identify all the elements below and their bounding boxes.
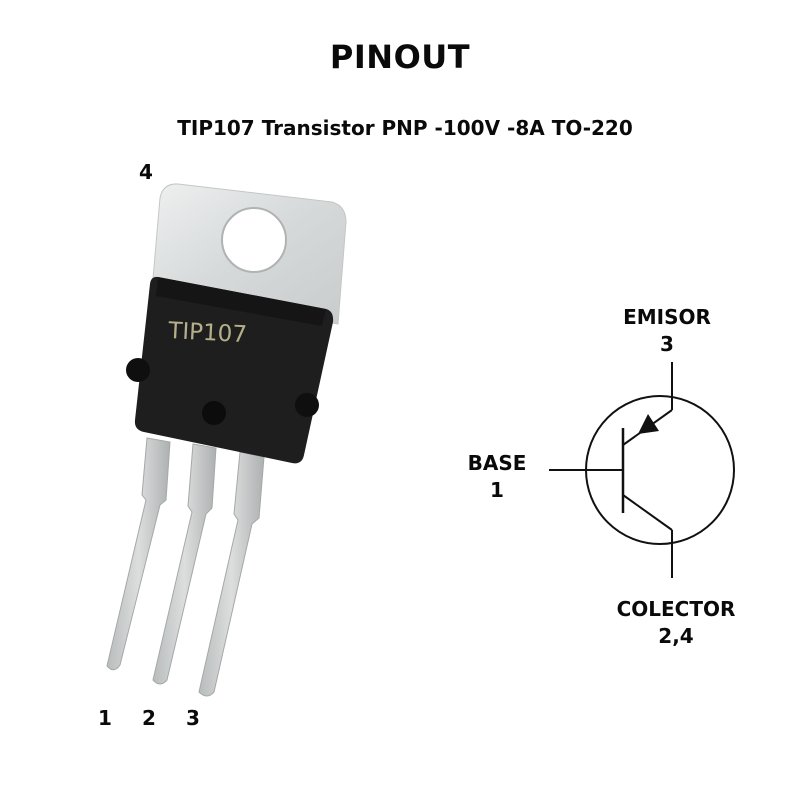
body-dimple	[202, 401, 226, 425]
base-name: BASE	[467, 451, 527, 475]
collector-name: COLECTOR	[616, 597, 736, 621]
leads	[106, 437, 265, 697]
page-subtitle: TIP107 Transistor PNP -100V -8A TO-220	[177, 116, 633, 140]
body-notch-left	[126, 358, 150, 382]
lead-2	[152, 443, 217, 685]
body-notch-right	[295, 393, 319, 417]
collector-diagonal	[622, 494, 673, 531]
pin-label-1: 1	[98, 706, 112, 730]
lead-1	[106, 437, 171, 671]
base-label: BASE 1	[456, 450, 538, 504]
emitter-label: EMISOR 3	[607, 304, 727, 358]
mounting-hole	[221, 207, 287, 273]
page-title: PINOUT	[329, 38, 471, 76]
lead-3	[198, 451, 265, 697]
collector-label: COLECTOR 2,4	[598, 596, 754, 650]
pin-label-tab: 4	[139, 160, 153, 184]
emitter-arrow-icon	[638, 414, 659, 434]
collector-pin: 2,4	[658, 624, 694, 648]
epoxy-body: TIP107	[126, 276, 334, 464]
base-pin: 1	[490, 478, 504, 502]
emitter-name: EMISOR	[623, 305, 711, 329]
pin-label-3: 3	[186, 706, 200, 730]
pin-label-2: 2	[142, 706, 156, 730]
package-marking: TIP107	[167, 318, 248, 348]
emitter-pin: 3	[660, 332, 674, 356]
